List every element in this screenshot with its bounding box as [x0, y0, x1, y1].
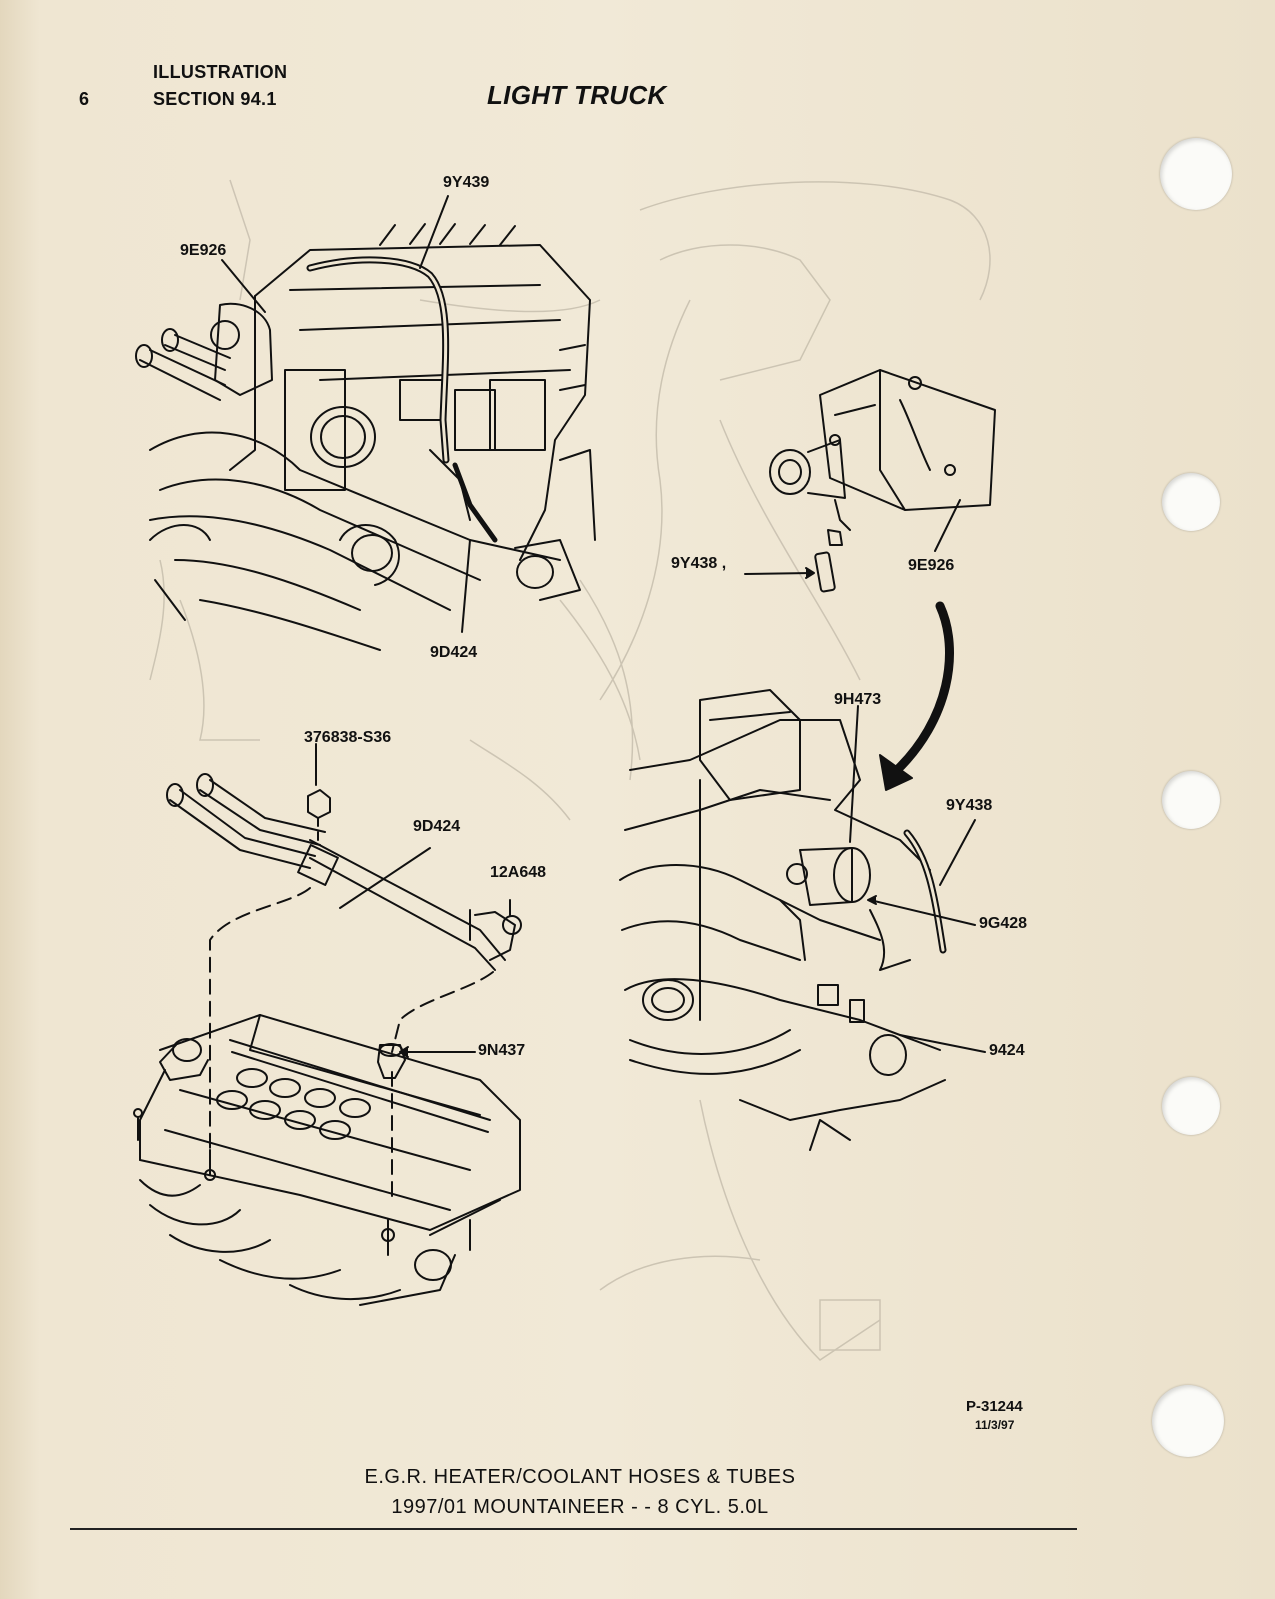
- figure-date: 11/3/97: [975, 1418, 1015, 1432]
- page-number: 6: [79, 89, 90, 109]
- callout-9y439: 9Y439: [443, 174, 490, 191]
- tube-9d424-top: [452, 462, 498, 543]
- coolant-tube-assembly: [133, 773, 522, 1306]
- bottom-rule: [70, 1528, 1077, 1530]
- callout-9h473: 9H473: [834, 691, 882, 708]
- callout-376838-s36: 376838-S36: [304, 729, 392, 746]
- callout-9y438-egr: 9Y438 ,: [671, 555, 727, 572]
- callout-9g428: 9G428: [979, 915, 1028, 932]
- binder-hole: [1152, 1385, 1224, 1457]
- figure-number: P-31244: [966, 1398, 1023, 1415]
- callout-12a648: 12A648: [490, 864, 547, 881]
- callout-9d424: 9D424: [413, 818, 461, 835]
- binder-hole: [1162, 771, 1220, 829]
- page-title: LIGHT TRUCK: [487, 80, 667, 110]
- callout-9d424-top: 9D424: [430, 644, 478, 661]
- bleed-through-artwork: [149, 179, 991, 1361]
- caption-vehicle: 1997/01 MOUNTAINEER - - 8 CYL. 5.0L: [391, 1496, 769, 1518]
- callout-9y438-right: 9Y438: [946, 797, 993, 814]
- header-section: SECTION 94.1: [153, 89, 277, 109]
- callout-9n437: 9N437: [478, 1042, 526, 1059]
- binder-hole: [1162, 1077, 1220, 1135]
- curved-arrow: [890, 601, 954, 777]
- callout-9e926-top: 9E926: [180, 242, 227, 259]
- installed-egr-view: [619, 689, 946, 1151]
- binder-hole: [1160, 138, 1232, 210]
- binder-hole: [1162, 473, 1220, 531]
- hose-9y438-right: [903, 829, 947, 954]
- callout-9e926-egr: 9E926: [908, 557, 955, 574]
- egr-valve-assembly: [769, 369, 996, 531]
- callout-9424: 9424: [989, 1042, 1025, 1059]
- upper-intake-assembly: [135, 223, 596, 651]
- header-illustration: ILLUSTRATION: [153, 62, 288, 82]
- caption-title: E.G.R. HEATER/COOLANT HOSES & TUBES: [364, 1466, 796, 1488]
